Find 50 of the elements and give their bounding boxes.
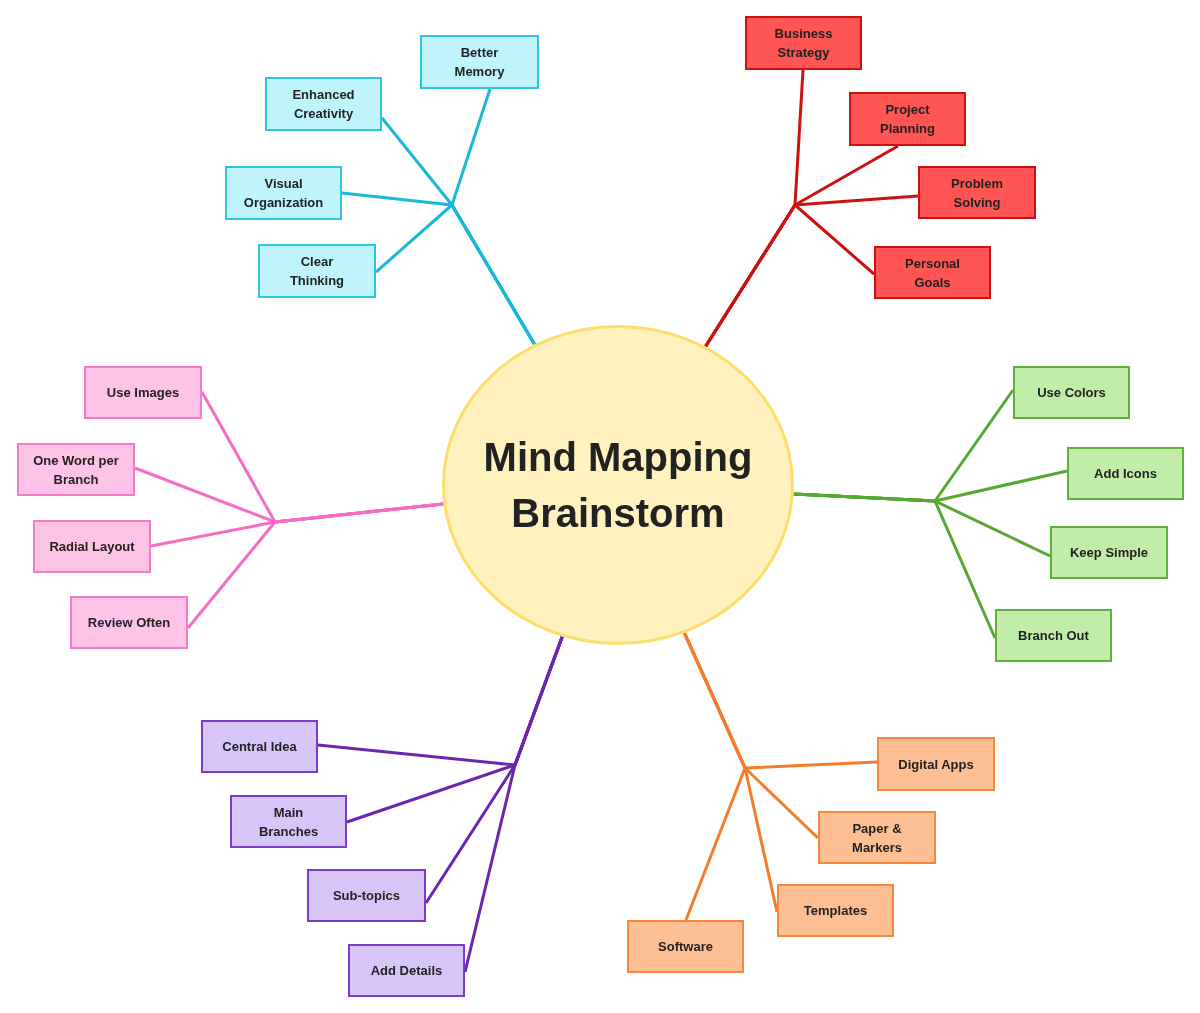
topic-box [201, 720, 318, 773]
topic-box [777, 884, 894, 937]
topic-box [877, 737, 995, 791]
topic-box [84, 366, 202, 419]
topic-label: Templates [803, 902, 868, 920]
topic-label: Visual Organization [242, 175, 325, 212]
topic-box [874, 246, 991, 299]
topic-box [1013, 366, 1130, 419]
topic-box [70, 596, 188, 649]
topic-box [230, 795, 347, 848]
topic-label: Use Images [106, 384, 180, 402]
central-topic-text: Mind Mapping Brainstorm [482, 434, 754, 537]
topic-label: Clear Thinking [288, 253, 346, 290]
topic-box [258, 244, 376, 298]
topic-label: Keep Simple [1070, 544, 1148, 562]
topic-label: Better Memory [453, 44, 506, 81]
topic-label: Radial Layout [49, 538, 135, 556]
topic-label: Branch Out [1018, 627, 1089, 645]
topic-label: Review Often [87, 614, 171, 632]
topic-box [225, 166, 342, 220]
topic-label: Main Branches [257, 803, 320, 841]
topic-label: Sub-topics [332, 887, 401, 905]
branch-line [793, 492, 997, 639]
topic-label: Add Details [370, 962, 443, 980]
topic-box [918, 166, 1036, 219]
topic-label: Project Planning [879, 101, 936, 138]
topic-label: Software [658, 938, 713, 956]
topic-box [849, 92, 966, 146]
topic-label: Use Colors [1037, 384, 1106, 402]
topic-box [33, 520, 151, 573]
topic-box [995, 609, 1112, 662]
topic-box [348, 944, 465, 997]
topic-box [818, 811, 936, 864]
topic-box [1067, 447, 1184, 500]
topic-box [1050, 526, 1168, 579]
topic-label: Personal Goals [904, 254, 961, 292]
topic-label: Add Icons [1094, 465, 1157, 483]
topic-label: Enhanced Creativity [291, 86, 356, 123]
topic-box [17, 443, 135, 496]
topic-box [265, 77, 382, 131]
topic-box [745, 16, 862, 70]
topic-label: Problem Solving [950, 174, 1004, 212]
topic-box [307, 869, 426, 922]
topic-label: Business Strategy [773, 25, 834, 62]
topic-box [627, 920, 744, 973]
topic-label: One Word per Branch [32, 451, 120, 489]
topic-label: Paper & Markers [851, 819, 903, 857]
topic-label: Central Idea [222, 738, 297, 756]
topic-box [420, 35, 539, 89]
topic-label: Digital Apps [898, 755, 974, 774]
